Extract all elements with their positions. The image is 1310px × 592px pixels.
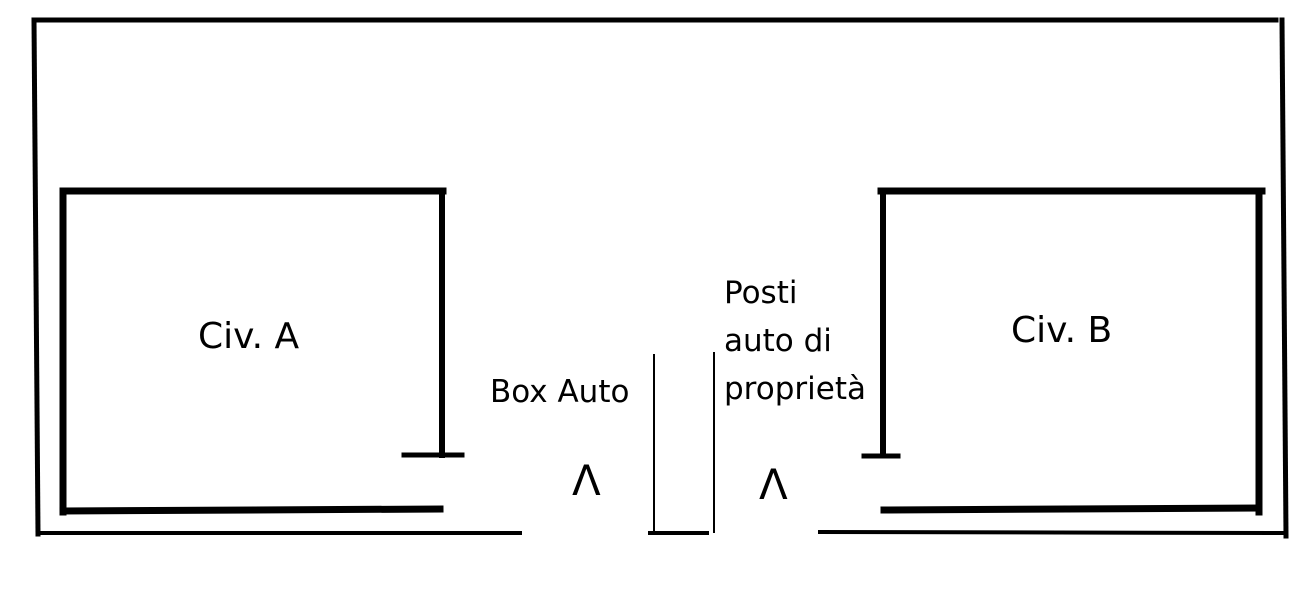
building-b [861, 187, 1266, 516]
posti-auto-label: Posti auto di proprietà [724, 275, 866, 407]
building-a-label: Civ. A [198, 316, 300, 357]
box-auto-label: Box Auto [490, 374, 630, 410]
entrance-arrow-left-icon: Λ [572, 456, 601, 505]
outer-wall-left [31, 17, 41, 537]
entrance-arrow-right-icon: Λ [759, 460, 788, 509]
building-b-label: Civ. B [1011, 310, 1113, 351]
outer-wall-right [1279, 17, 1289, 539]
building-a [59, 187, 465, 516]
outer-wall-bottom-right [817, 529, 1289, 536]
